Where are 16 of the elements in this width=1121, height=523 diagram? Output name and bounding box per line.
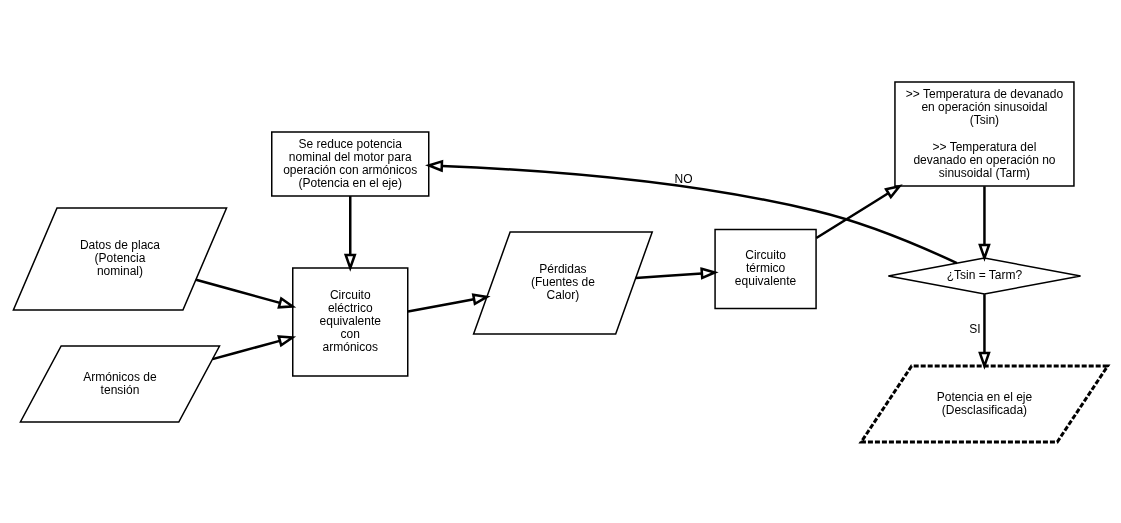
node-box: Circuito eléctrico equivalente con armónicos bbox=[292, 266, 409, 377]
edge-label: SI bbox=[969, 321, 981, 336]
edge-label: NO bbox=[674, 171, 693, 186]
arrow bbox=[635, 266, 719, 280]
node-diamond: ¿Tsin = Tarm? bbox=[887, 256, 1082, 295]
node-box: >> Temperatura de devanado en operación sinusoidal (Tsin) >> Temperatura del devanado en operación no sinusoidal (Tarm) bbox=[894, 80, 1075, 187]
arrow bbox=[407, 292, 491, 313]
arrow bbox=[978, 185, 991, 262]
arrow bbox=[978, 293, 991, 370]
arrow bbox=[343, 195, 357, 272]
arrow bbox=[425, 159, 958, 264]
arrow bbox=[815, 183, 903, 239]
arrow bbox=[195, 278, 297, 309]
node-box: Circuito térmico equivalente bbox=[714, 228, 817, 309]
arrow bbox=[212, 334, 297, 360]
node-box: Se reduce potencia nominal del motor para operación con armónicos (Potencia en el eje) bbox=[271, 130, 430, 197]
